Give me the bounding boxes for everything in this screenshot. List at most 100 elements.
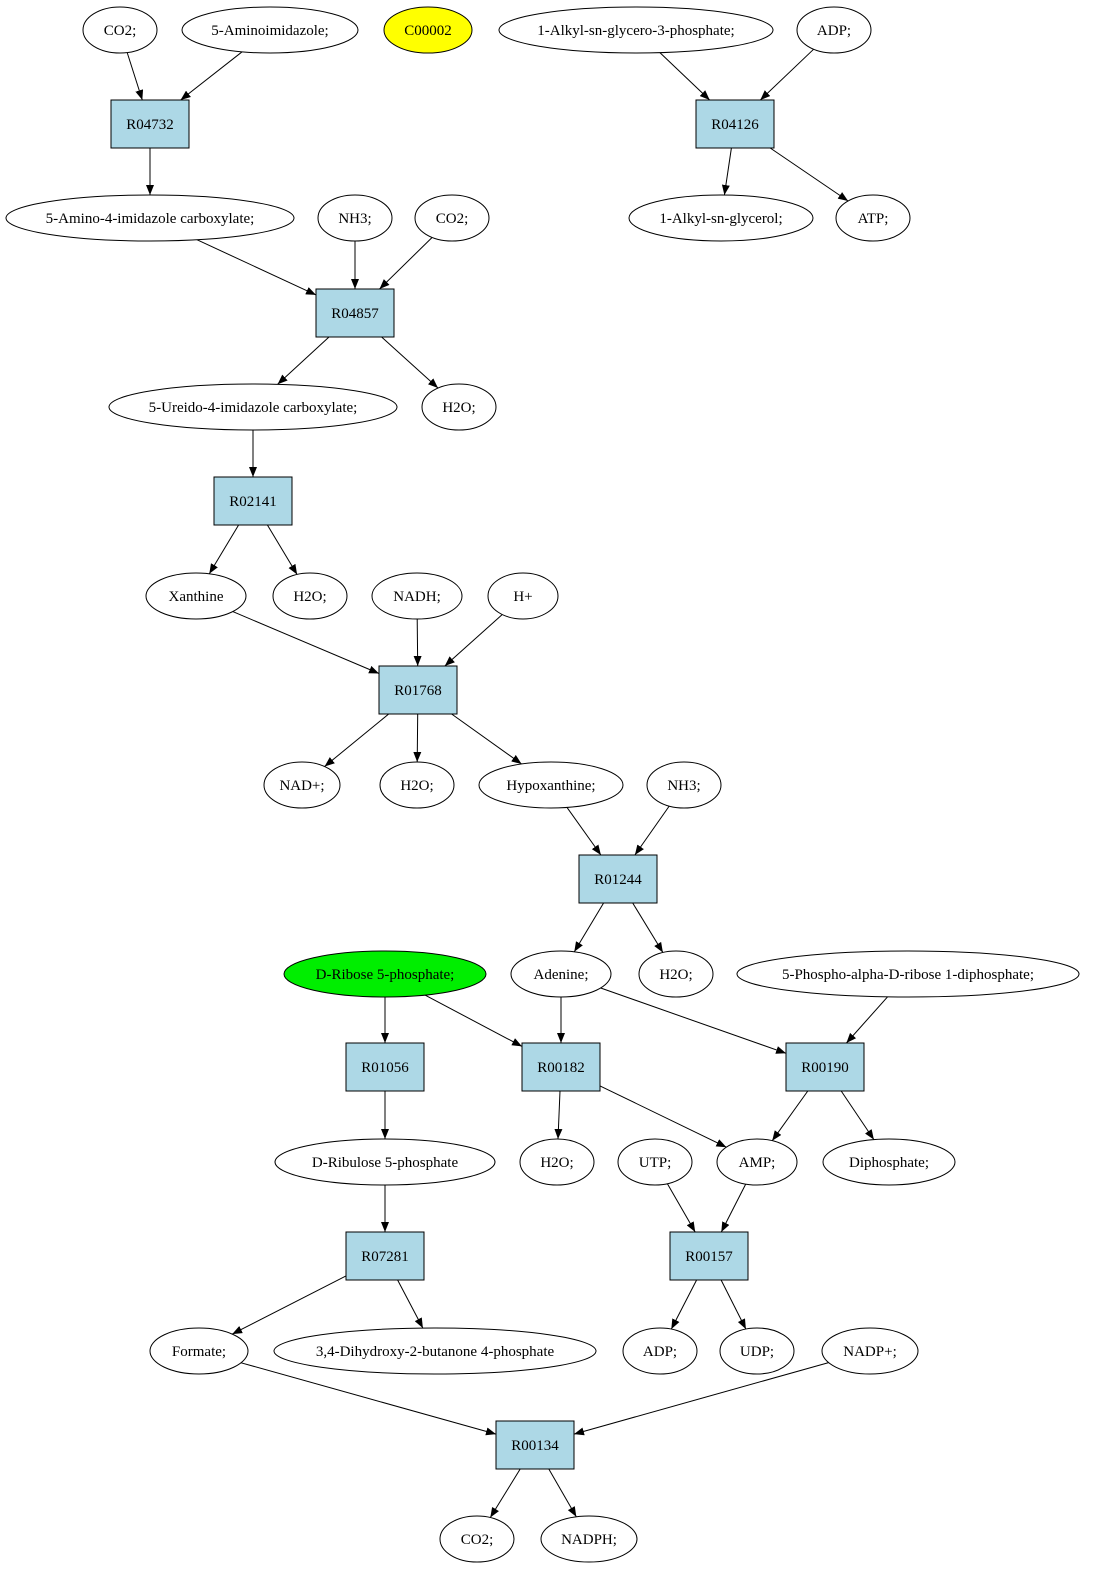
reaction-node-r01244[interactable]: R01244 [578,854,658,904]
compound-node-alkyl-glycerol[interactable]: 1-Alkyl-sn-glycerol; [628,194,814,242]
compound-node-hypoxanthine[interactable]: Hypoxanthine; [478,761,624,809]
reaction-node-r01056[interactable]: R01056 [345,1042,425,1092]
compound-label: H2O; [442,400,475,416]
compound-ellipse [617,1138,693,1186]
compound-ellipse [646,761,722,809]
compound-node-co2-b[interactable]: CO2; [414,194,490,242]
edge-R00134-to-nadph [548,1468,577,1518]
compound-label: 1-Alkyl-sn-glycero-3-phosphate; [537,23,734,39]
compound-label: D-Ribulose 5-phosphate [312,1155,459,1171]
edge-R01768-to-nadplus [324,713,390,767]
compound-node-h2o-a[interactable]: H2O; [421,383,497,431]
compound-node-dhbp[interactable]: 3,4-Dihydroxy-2-butanone 4-phosphate [273,1327,597,1375]
compound-label: ADP; [643,1344,677,1360]
compound-ellipse [421,383,497,431]
compound-node-nh3-a[interactable]: NH3; [317,194,393,242]
edge-R01768-to-h2o_c [413,713,422,763]
compound-ellipse [628,194,814,242]
compound-node-c00002[interactable]: C00002 [383,6,473,54]
reaction-label: R01056 [361,1060,409,1076]
compound-ellipse [540,1515,638,1563]
reaction-label: R04732 [126,117,174,133]
compound-ellipse [622,1327,698,1375]
compound-node-nadh[interactable]: NADH; [371,572,463,620]
compound-node-h2o-d[interactable]: H2O; [638,950,714,998]
reaction-node-r00182[interactable]: R00182 [521,1042,601,1092]
compound-label: Xanthine [169,589,224,605]
edge-R04857-to-h2o_a [381,336,439,389]
edge-R00190-to-amp [771,1090,809,1141]
compound-node-nadpplus[interactable]: NADP+; [821,1327,919,1375]
edge-R01244-to-adenine [573,902,605,953]
compound-ellipse [796,6,872,54]
compound-label: H2O; [659,967,692,983]
compound-node-amp[interactable]: AMP; [716,1138,798,1186]
compound-node-h2o-e[interactable]: H2O; [519,1138,595,1186]
compound-node-xanthine[interactable]: Xanthine [145,572,247,620]
compound-node-udp[interactable]: UDP; [719,1327,795,1375]
compound-node-nadph[interactable]: NADPH; [540,1515,638,1563]
compound-node-ureido[interactable]: 5-Ureido-4-imidazole carboxylate; [108,383,398,431]
compound-ellipse [317,194,393,242]
compound-node-prpp[interactable]: 5-Phospho-alpha-D-ribose 1-diphosphate; [736,950,1080,998]
compound-label: H2O; [540,1155,573,1171]
reaction-node-r04732[interactable]: R04732 [110,99,190,149]
compound-ellipse [274,1138,496,1186]
edge-aminoimidazole-to-R04732 [180,51,243,101]
edge-nadpplus-to-R00134 [573,1362,829,1436]
compound-node-formate[interactable]: Formate; [149,1327,249,1375]
compound-ellipse [414,194,490,242]
compound-node-ribose5p[interactable]: D-Ribose 5-phosphate; [283,950,487,998]
edge-co2_b-to-R04857 [379,237,433,290]
edge-R00157-to-udp [720,1279,747,1330]
reaction-node-r04857[interactable]: R04857 [315,288,395,338]
reaction-node-r00134[interactable]: R00134 [495,1420,575,1470]
reaction-node-r00157[interactable]: R00157 [669,1231,749,1281]
reaction-box [578,854,658,904]
edge-R00134-to-co2_c [489,1468,521,1518]
compound-ellipse [379,761,455,809]
compound-node-ribulose5p[interactable]: D-Ribulose 5-phosphate [274,1138,496,1186]
compound-ellipse [478,761,624,809]
compound-node-amino-imid-carb[interactable]: 5-Amino-4-imidazole carboxylate; [5,194,295,242]
compound-label: NAD+; [279,778,324,794]
compound-node-diphosphate[interactable]: Diphosphate; [822,1138,956,1186]
compound-ellipse [108,383,398,431]
compound-node-hplus[interactable]: H+ [487,572,559,620]
edge-R07281-to-formate [231,1275,347,1335]
compound-label: Diphosphate; [849,1155,929,1171]
compound-ellipse [273,1327,597,1375]
compound-node-alkyl-g3p[interactable]: 1-Alkyl-sn-glycero-3-phosphate; [498,6,774,54]
compound-node-nh3-b[interactable]: NH3; [646,761,722,809]
compound-label: 3,4-Dihydroxy-2-butanone 4-phosphate [316,1344,555,1360]
compound-node-adp-top[interactable]: ADP; [796,6,872,54]
compound-label: D-Ribose 5-phosphate; [316,967,455,983]
compound-label: H2O; [400,778,433,794]
reaction-node-r02141[interactable]: R02141 [213,476,293,526]
compound-node-adenine[interactable]: Adenine; [510,950,612,998]
edge-R01768-to-hypoxanthine [451,713,522,765]
reaction-box [669,1231,749,1281]
reaction-node-r04126[interactable]: R04126 [695,99,775,149]
reaction-node-r07281[interactable]: R07281 [345,1231,425,1281]
compound-ellipse [736,950,1080,998]
compound-label: UDP; [740,1344,774,1360]
compound-node-nadplus[interactable]: NAD+; [263,761,341,809]
compound-node-h2o-c[interactable]: H2O; [379,761,455,809]
compound-label: C00002 [404,23,452,39]
reaction-node-r00190[interactable]: R00190 [785,1042,865,1092]
compound-label: 5-Amino-4-imidazole carboxylate; [46,211,255,227]
compound-node-adp-b[interactable]: ADP; [622,1327,698,1375]
reaction-label: R07281 [361,1249,409,1265]
compound-label: CO2; [104,23,137,39]
compound-ellipse [638,950,714,998]
compound-node-atp[interactable]: ATP; [835,194,911,242]
compound-ellipse [145,572,247,620]
reaction-node-r01768[interactable]: R01768 [378,665,458,715]
compound-node-co2-top[interactable]: CO2; [82,6,158,54]
compound-node-aminoimidazole[interactable]: 5-Aminoimidazole; [181,6,359,54]
compound-ellipse [371,572,463,620]
compound-node-utp[interactable]: UTP; [617,1138,693,1186]
compound-node-h2o-b[interactable]: H2O; [272,572,348,620]
compound-node-co2-c[interactable]: CO2; [439,1515,515,1563]
